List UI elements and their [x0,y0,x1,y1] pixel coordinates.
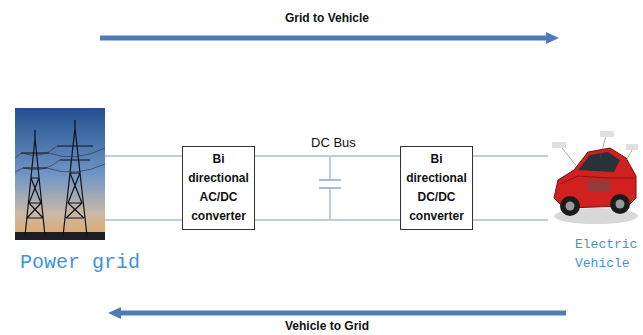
flow-label: Grid to Vehicle [285,11,369,25]
picture-caption: Electric Vehicle [575,235,639,273]
bus-wire [105,156,182,220]
converter-box: Bi directional AC/DC converter [182,146,255,230]
electric-vehicle: Electric Vehicle [548,128,640,230]
flow-arrow-line [100,36,546,41]
power-grid: Power grid [15,108,105,240]
bus-wire [473,156,548,220]
flow-arrowhead [546,32,559,44]
bus-wire [255,156,400,220]
box-text: Bi directional DC/DC converter [405,150,468,226]
picture-caption: Power grid [20,252,140,274]
bus-label: DC Bus [311,135,356,150]
power-grid-picture [15,108,105,240]
flow-arrowhead [108,307,121,319]
flow-label: Vehicle to Grid [285,319,369,333]
box-text: Bi directional AC/DC converter [187,150,250,226]
flow-arrow-line [121,311,566,316]
converter-box: Bi directional DC/DC converter [400,146,473,230]
electric-vehicle-picture [548,128,640,230]
